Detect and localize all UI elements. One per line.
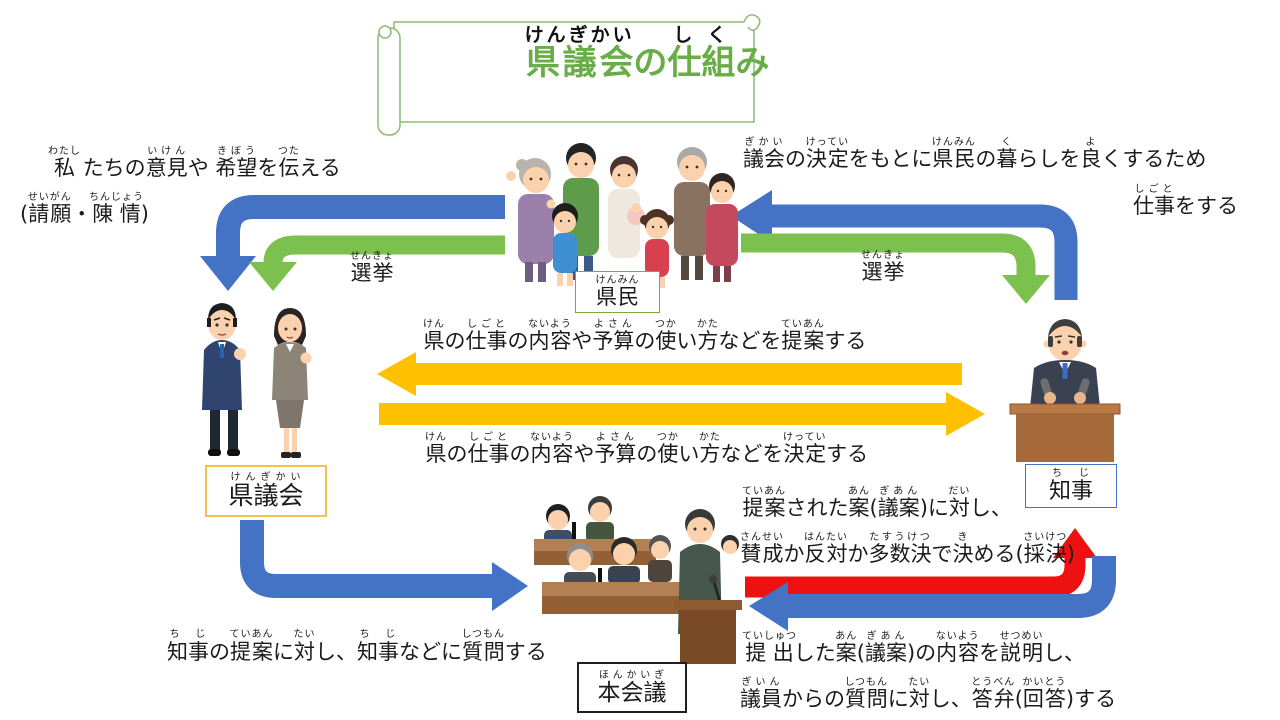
- arrow-senkyo-kenmin-to-chiji: [741, 233, 1050, 304]
- arrow-kettei-kengikai-to-chiji: [379, 392, 985, 436]
- annotation-senkyo-right: 選挙せんきょ: [861, 250, 905, 284]
- arrow-saiketsu-honkaigi-to-chiji: [745, 528, 1097, 598]
- annotation-kettei: 県けんの仕事しごとの内容ないようや予算よさんの使つかい方かたなどを決定けっていす…: [425, 432, 869, 466]
- annotation-seigan: (請願せいがん・陳情ちんじょう): [20, 192, 149, 226]
- kenmin-family-illustration: [506, 143, 738, 288]
- annotation-teian: 県けんの仕事しごとの内容ないようや予算よさんの使つかい方かたなどを提案ていあんす…: [423, 319, 867, 353]
- scroll-body: [393, 21, 755, 123]
- arrow-kengikai-to-honkaigi: [240, 520, 528, 611]
- scroll-left-roll: [377, 27, 401, 136]
- annotation-shitsumon: 知事ち じの提案ていあんに対たいし、知事ち じなどに質問しつもんする: [167, 629, 547, 664]
- annotation-setsumei-2: 議員ぎいんからの質問しつもんに対たいし、答弁とうべん(回答かいとう)する: [740, 677, 1117, 711]
- label-kengikai: 県議会けんぎかい: [228, 472, 304, 511]
- annotation-saiketsu-1: 提案ていあんされた案あん(議案ぎあん)に対だいし、: [742, 486, 1012, 520]
- chiji-governor-illustration: [1009, 319, 1121, 462]
- arrow-teian-chiji-to-kengikai: [377, 352, 962, 396]
- annotation-senkyo-left: 選挙せんきょ: [350, 251, 394, 285]
- label-box-kengikai: 県議会けんぎかい: [205, 465, 327, 517]
- arrow-senkyo-kenmin-to-kengikai: [249, 235, 505, 291]
- annotation-saiketsu-2: 賛成さんせいか反対はんたいか多数決たすうけつで決きめる(採決さいけつ): [740, 532, 1075, 566]
- annotation-setsumei-1: 提出ていしゅつした案あん(議案ぎあん)の内容ないようを説明せつめいし、: [742, 631, 1086, 665]
- arrow-opinion-kenmin-to-kengikai: [200, 195, 505, 291]
- label-box-honkaigi: 本会議ほんかいぎ: [577, 662, 687, 713]
- honkaigi-assembly-illustration: [534, 496, 742, 664]
- annotation-opinion: 私わたし たちの意見いけんや 希望きぼうを伝つたえる: [48, 146, 341, 180]
- label-chiji: 知事ち じ: [1048, 468, 1093, 505]
- annotation-shigoto: 仕事しごとをする: [1133, 184, 1238, 218]
- scroll-left-curl: [378, 25, 392, 39]
- kengikai-members-illustration: [202, 303, 312, 458]
- label-box-chiji: 知事ち じ: [1025, 464, 1117, 508]
- title-banner-scroll: [377, 14, 761, 136]
- annotation-gikai-kettei: 議会ぎかいの決定けっていをもとに県民けんみんの暮くらしを良よくするため: [743, 137, 1207, 171]
- page-title: 県議会けんぎかいの仕組しくみ: [524, 24, 770, 83]
- scroll-right-curl: [743, 14, 761, 31]
- label-kenmin: 県民けんみん: [595, 275, 640, 310]
- label-box-kenmin: 県民けんみん: [575, 271, 660, 313]
- arrow-shigoto-chiji-to-kenmin: [731, 190, 1078, 300]
- label-honkaigi: 本会議ほんかいぎ: [597, 669, 667, 706]
- arrow-setsumei-chiji-to-honkaigi: [749, 556, 1116, 631]
